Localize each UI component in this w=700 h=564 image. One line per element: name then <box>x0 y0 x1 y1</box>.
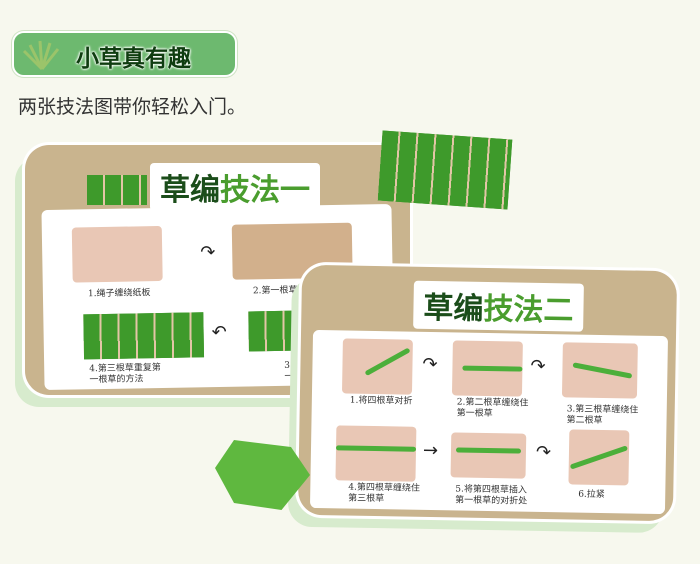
step-caption: 2.第二根草缠绕住 第一根草 <box>456 397 529 420</box>
woven-grass-knot-image <box>215 440 310 510</box>
step-photo <box>450 432 527 479</box>
step-photo <box>451 340 523 397</box>
arrow-icon: ↷ <box>422 353 438 376</box>
woven-grass-image <box>87 175 147 205</box>
step-caption: 6.拉紧 <box>578 489 605 501</box>
step-caption: 1.将四根草对折 <box>349 395 413 407</box>
step-photo <box>561 342 638 399</box>
step-caption: 4.第四根草缠绕住 第三根草 <box>348 482 420 505</box>
arrow-icon: → <box>422 439 439 462</box>
step-photo <box>568 429 630 486</box>
step-caption: 5.将第四根草插入 第一根草的对折处 <box>455 484 528 507</box>
badge-title: 小草真有趣 <box>76 46 191 72</box>
arrow-icon: ↷ <box>535 441 552 464</box>
step-photo <box>71 225 163 283</box>
instruction-sheet: ↷ ↷ 1.将四根草对折 2.第二根草缠绕住 第一根草 3.第三根草缠绕住 第二… <box>309 329 669 515</box>
arrow-icon: ↶ <box>211 321 227 344</box>
step-caption: 1.绳子缠绕纸板 <box>87 288 151 300</box>
card-title: 草编技法一 <box>150 163 320 211</box>
step-photo <box>83 312 205 360</box>
step-caption: 4.第三根草重复第 一根草的方法 <box>89 363 161 386</box>
arrow-icon: ↷ <box>530 355 546 378</box>
technique-card-2: 草编技法二 ↷ ↷ 1.将四根草对折 2.第二根草缠绕住 第一根草 3.第三根草… <box>297 264 678 522</box>
step-photo <box>335 425 417 482</box>
step-photo <box>341 338 413 395</box>
card-title: 草编技法二 <box>413 280 584 332</box>
subtitle: 两张技法图带你轻松入门。 <box>18 96 247 118</box>
grass-icon <box>22 40 60 71</box>
step-caption: 3.第三根草缠绕住 第二根草 <box>566 404 639 427</box>
step-caption: 2.第一根草 <box>252 285 298 297</box>
arrow-icon: ↷ <box>200 242 216 264</box>
section-badge: 小草真有趣 <box>12 31 237 77</box>
woven-grass-mat-image <box>377 130 513 210</box>
